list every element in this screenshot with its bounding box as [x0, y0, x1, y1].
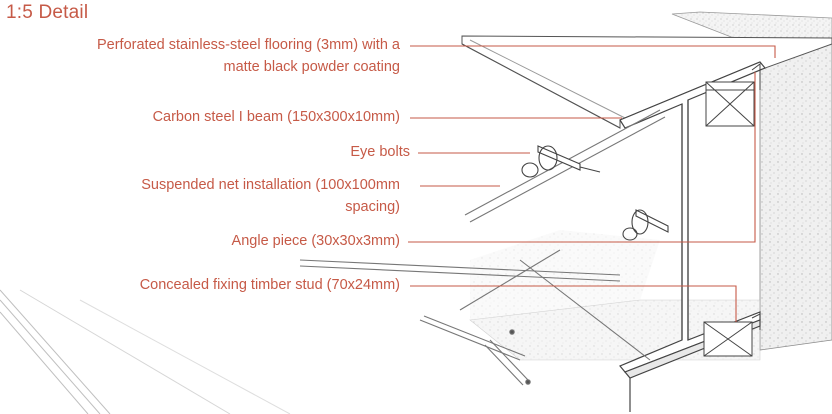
label-angle: Angle piece (30x30x3mm): [232, 230, 400, 252]
label-eyebolts-line1: Eye bolts: [350, 144, 410, 160]
angle-pieces: [751, 63, 761, 330]
lower-left-surface: [0, 289, 291, 414]
label-stud: Concealed fixing timber stud (70x24mm): [140, 274, 400, 296]
leader-flooring: [410, 45, 776, 58]
eye-bolts: [521, 145, 669, 241]
label-angle-line1: Angle piece (30x30x3mm): [231, 233, 400, 249]
page-title: 1:5 Detail: [6, 2, 89, 23]
label-flooring-line2: matte black powder coating: [223, 59, 400, 75]
label-eyebolts: Eye bolts: [350, 141, 410, 163]
leader-stud: [410, 285, 737, 322]
timber-studs: [703, 81, 755, 357]
label-flooring: Perforated stainless-steel flooring (3mm…: [97, 34, 400, 78]
label-stud-line1: Concealed fixing timber stud (70x24mm): [139, 277, 400, 293]
label-net-line1: Suspended net installation (100x100mm: [141, 177, 400, 193]
label-flooring-line1: Perforated stainless-steel flooring (3mm…: [96, 37, 400, 53]
label-net: Suspended net installation (100x100mm sp…: [141, 174, 400, 218]
label-ibeam-line1: Carbon steel I beam (150x300x10mm): [152, 109, 400, 125]
leader-angle: [408, 72, 756, 243]
leader-lines: [408, 45, 776, 322]
label-net-line2: spacing): [345, 199, 400, 215]
label-ibeam: Carbon steel I beam (150x300x10mm): [153, 106, 400, 128]
net-rods: [299, 109, 666, 386]
